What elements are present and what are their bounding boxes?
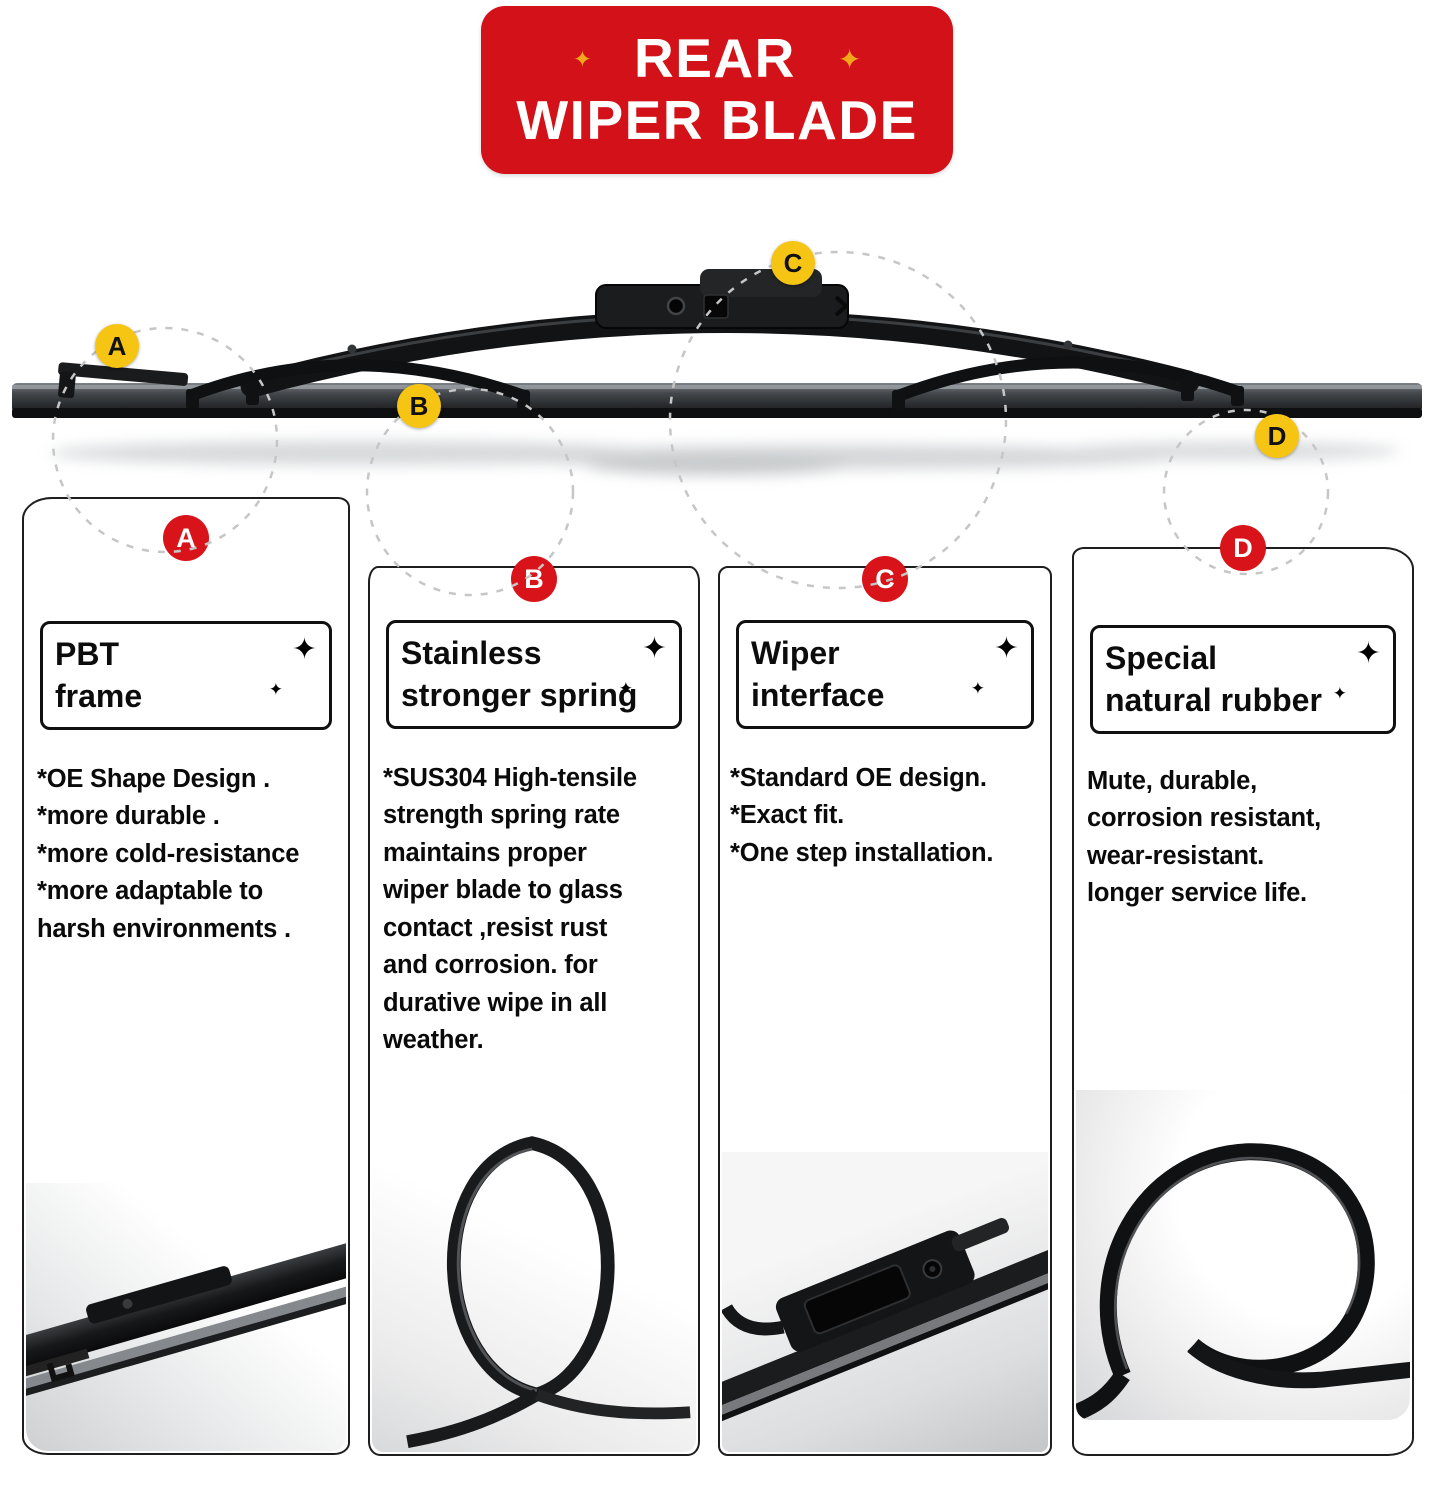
sparkle-icon: ✦ [970,679,985,698]
feature-description: *Standard OE design. *Exact fit. *One st… [730,764,994,867]
sparkle-icon: ✦ [1355,637,1381,670]
sparkle-icon: ✦ [268,680,283,699]
panel-letter-badge-b: B [511,556,557,602]
feature-title-line1: Special [1105,640,1218,676]
feature-title-line2: frame [55,677,143,714]
feature-title-line1: Wiper [751,635,840,671]
sparkle-icon: ✦ [993,632,1019,665]
sparkle-icon: ✦ [641,632,667,665]
feature-title-box: Wiper interface ✦ ✦ [736,620,1034,730]
sparkle-icon: ✦ [572,45,592,72]
feature-title-line2: stronger spring [401,676,638,713]
feature-title-line1: PBT [55,636,119,672]
sparkle-icon: ✦ [837,43,862,75]
sparkle-icon: ✦ [291,633,317,666]
feature-photo-pbt-frame [26,1183,346,1451]
title-badge: ✦ REAR ✦ WIPER BLADE [481,6,953,174]
blade-callout-b: B [397,384,441,428]
feature-description: *OE Shape Design . *more durable . *more… [37,765,300,943]
feature-description: *SUS304 High-tensile strength spring rat… [383,764,637,1055]
wiper-blade-photo [12,269,1422,475]
feature-title-box: Special natural rubber ✦ ✦ [1090,625,1396,735]
feature-title-line2: interface [751,676,885,713]
feature-title-box: Stainless stronger spring ✦ ✦ [386,620,682,730]
badge-row: ✦ REAR ✦ [572,27,862,90]
feature-photo-rubber-strip [1076,1090,1410,1420]
pbt-frame-arm-illustration [26,1227,346,1404]
feature-title-box: PBT frame ✦ ✦ [40,621,332,731]
badge-title-line2: WIPER BLADE [516,89,918,151]
blade-callout-d: D [1255,414,1299,458]
feature-panel-stainless-spring: B Stainless stronger spring ✦ ✦ *SUS304 … [368,556,700,1456]
sparkle-icon: ✦ [618,679,633,698]
sparkle-icon: ✦ [1332,684,1347,703]
panel-letter-badge-a: A [163,515,209,561]
feature-panel-wiper-interface: C Wiper interface ✦ ✦ *Standard OE desig… [718,556,1052,1456]
feature-panel-natural-rubber: D Special natural rubber ✦ ✦ Mute, durab… [1072,525,1414,1456]
feature-title-line1: Stainless [401,635,542,671]
feature-description: Mute, durable, corrosion resistant, wear… [1087,767,1322,908]
blade-reflection [50,441,1400,475]
badge-title-line1: REAR [633,27,796,90]
blade-center-bracket [595,269,849,329]
blade-callout-a: A [95,324,139,368]
rubber-strip-loop-illustration [1076,1143,1410,1420]
feature-photo-wiper-interface [722,1152,1048,1452]
panel-letter-badge-c: C [862,556,908,602]
spring-band-loop-illustration [406,1136,691,1448]
blade-callout-c: C [771,241,815,285]
wiper-interface-illustration [722,1218,1048,1424]
feature-photo-spring-band [372,1072,696,1452]
feature-title-line2: natural rubber [1105,681,1322,718]
feature-panel-pbt-frame: A PBT frame ✦ ✦ *OE Shape Design . *more… [22,497,350,1455]
panel-letter-badge-d: D [1220,525,1266,571]
